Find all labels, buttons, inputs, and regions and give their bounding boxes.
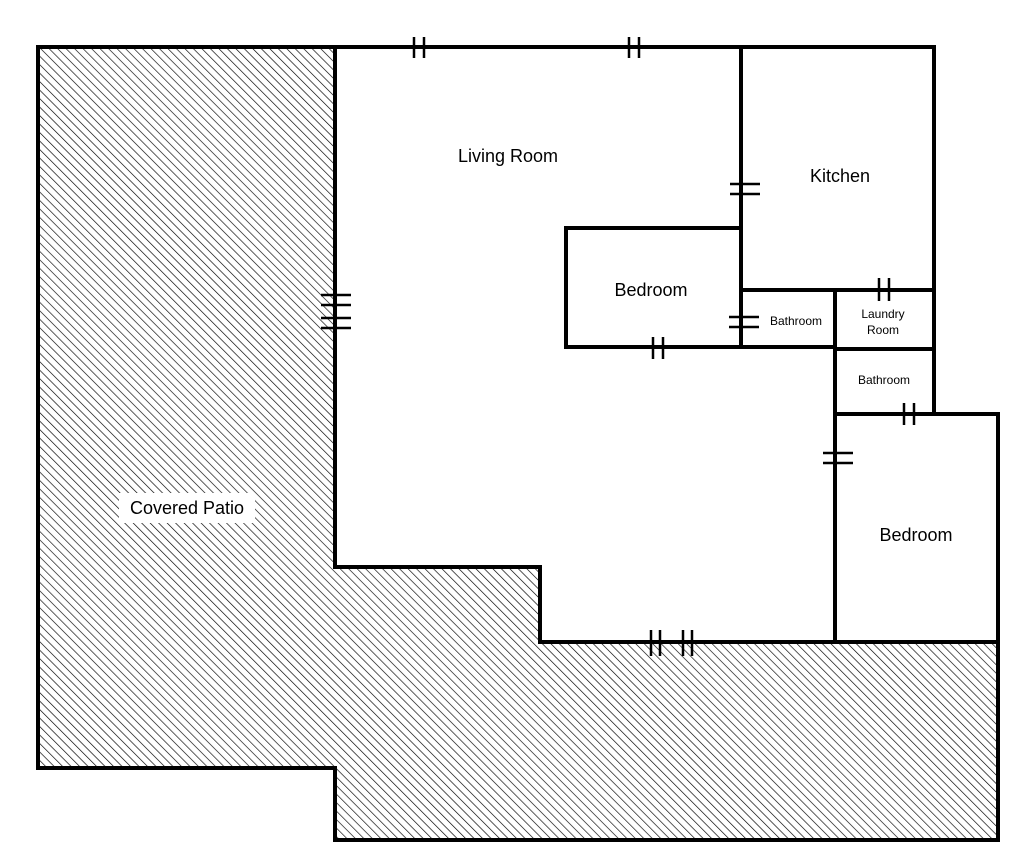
label-covered-patio: Covered Patio [130, 498, 244, 518]
label-living-room: Living Room [458, 146, 558, 166]
label-bedroom-center: Bedroom [614, 280, 687, 300]
outer-wall [333, 45, 1000, 644]
label-bathroom-left: Bathroom [770, 314, 822, 328]
interior-fill [335, 47, 998, 642]
label-bathroom-right: Bathroom [858, 373, 910, 387]
label-covered-patio-bg [119, 493, 255, 523]
label-laundry-line2: Room [867, 323, 899, 337]
door-markers [321, 37, 916, 656]
label-laundry-line1: Laundry [861, 307, 904, 321]
wall-bedroom-center [564, 226, 835, 349]
label-kitchen: Kitchen [810, 166, 870, 186]
label-bedroom-right: Bedroom [879, 525, 952, 545]
